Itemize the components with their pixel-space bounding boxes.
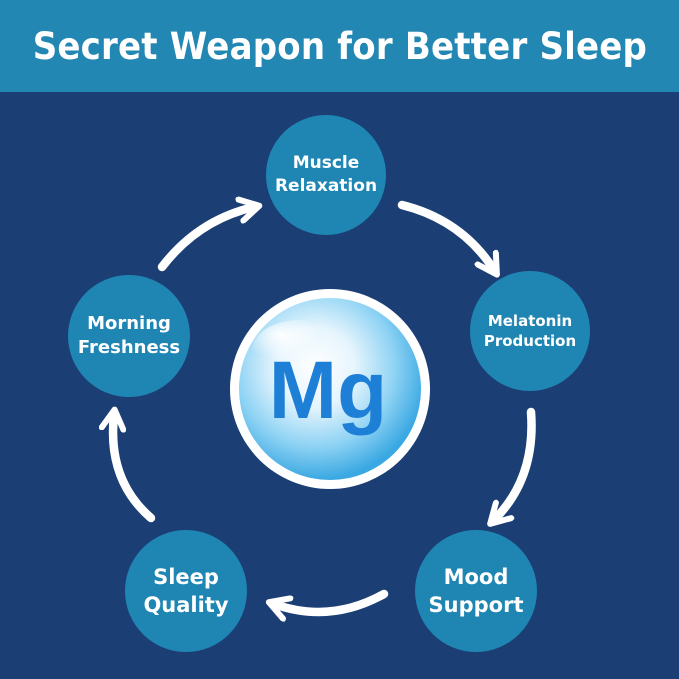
node-label-line2: Production: [483, 332, 577, 350]
title-banner: Secret Weapon for Better Sleep: [0, 0, 679, 92]
node-label-line2: Quality: [143, 593, 229, 617]
node-label-line1: Mood: [443, 564, 509, 589]
node-label-line2: Support: [428, 593, 524, 617]
node-label-line2: Freshness: [77, 337, 181, 358]
node-melatonin-production: Melatonin Production: [470, 271, 590, 391]
page-title: Secret Weapon for Better Sleep: [32, 24, 647, 68]
node-label-line1: Sleep: [153, 564, 219, 589]
node-label-line1: Morning: [87, 312, 171, 334]
arrow-morning-to-relaxation: [157, 207, 254, 272]
node-morning-freshness: Morning Freshness: [68, 275, 190, 397]
arrow-sleep-to-morning: [113, 415, 156, 523]
arrow-melatonin-to-mood: [494, 407, 536, 520]
node-label-line1: Melatonin: [487, 311, 573, 330]
node-label-line1: Muscle: [292, 153, 360, 174]
node-label-line2: Relaxation: [274, 176, 378, 196]
node-mood-support: Mood Support: [415, 530, 537, 652]
arrow-relaxation-to-melatonin: [397, 200, 494, 270]
arrow-mood-to-sleep: [274, 589, 389, 612]
magnesium-symbol: Mg: [269, 345, 387, 436]
node-muscle-relaxation: Muscle Relaxation: [266, 115, 386, 235]
node-sleep-quality: Sleep Quality: [125, 530, 247, 652]
magnesium-orb: Mg: [230, 289, 430, 489]
